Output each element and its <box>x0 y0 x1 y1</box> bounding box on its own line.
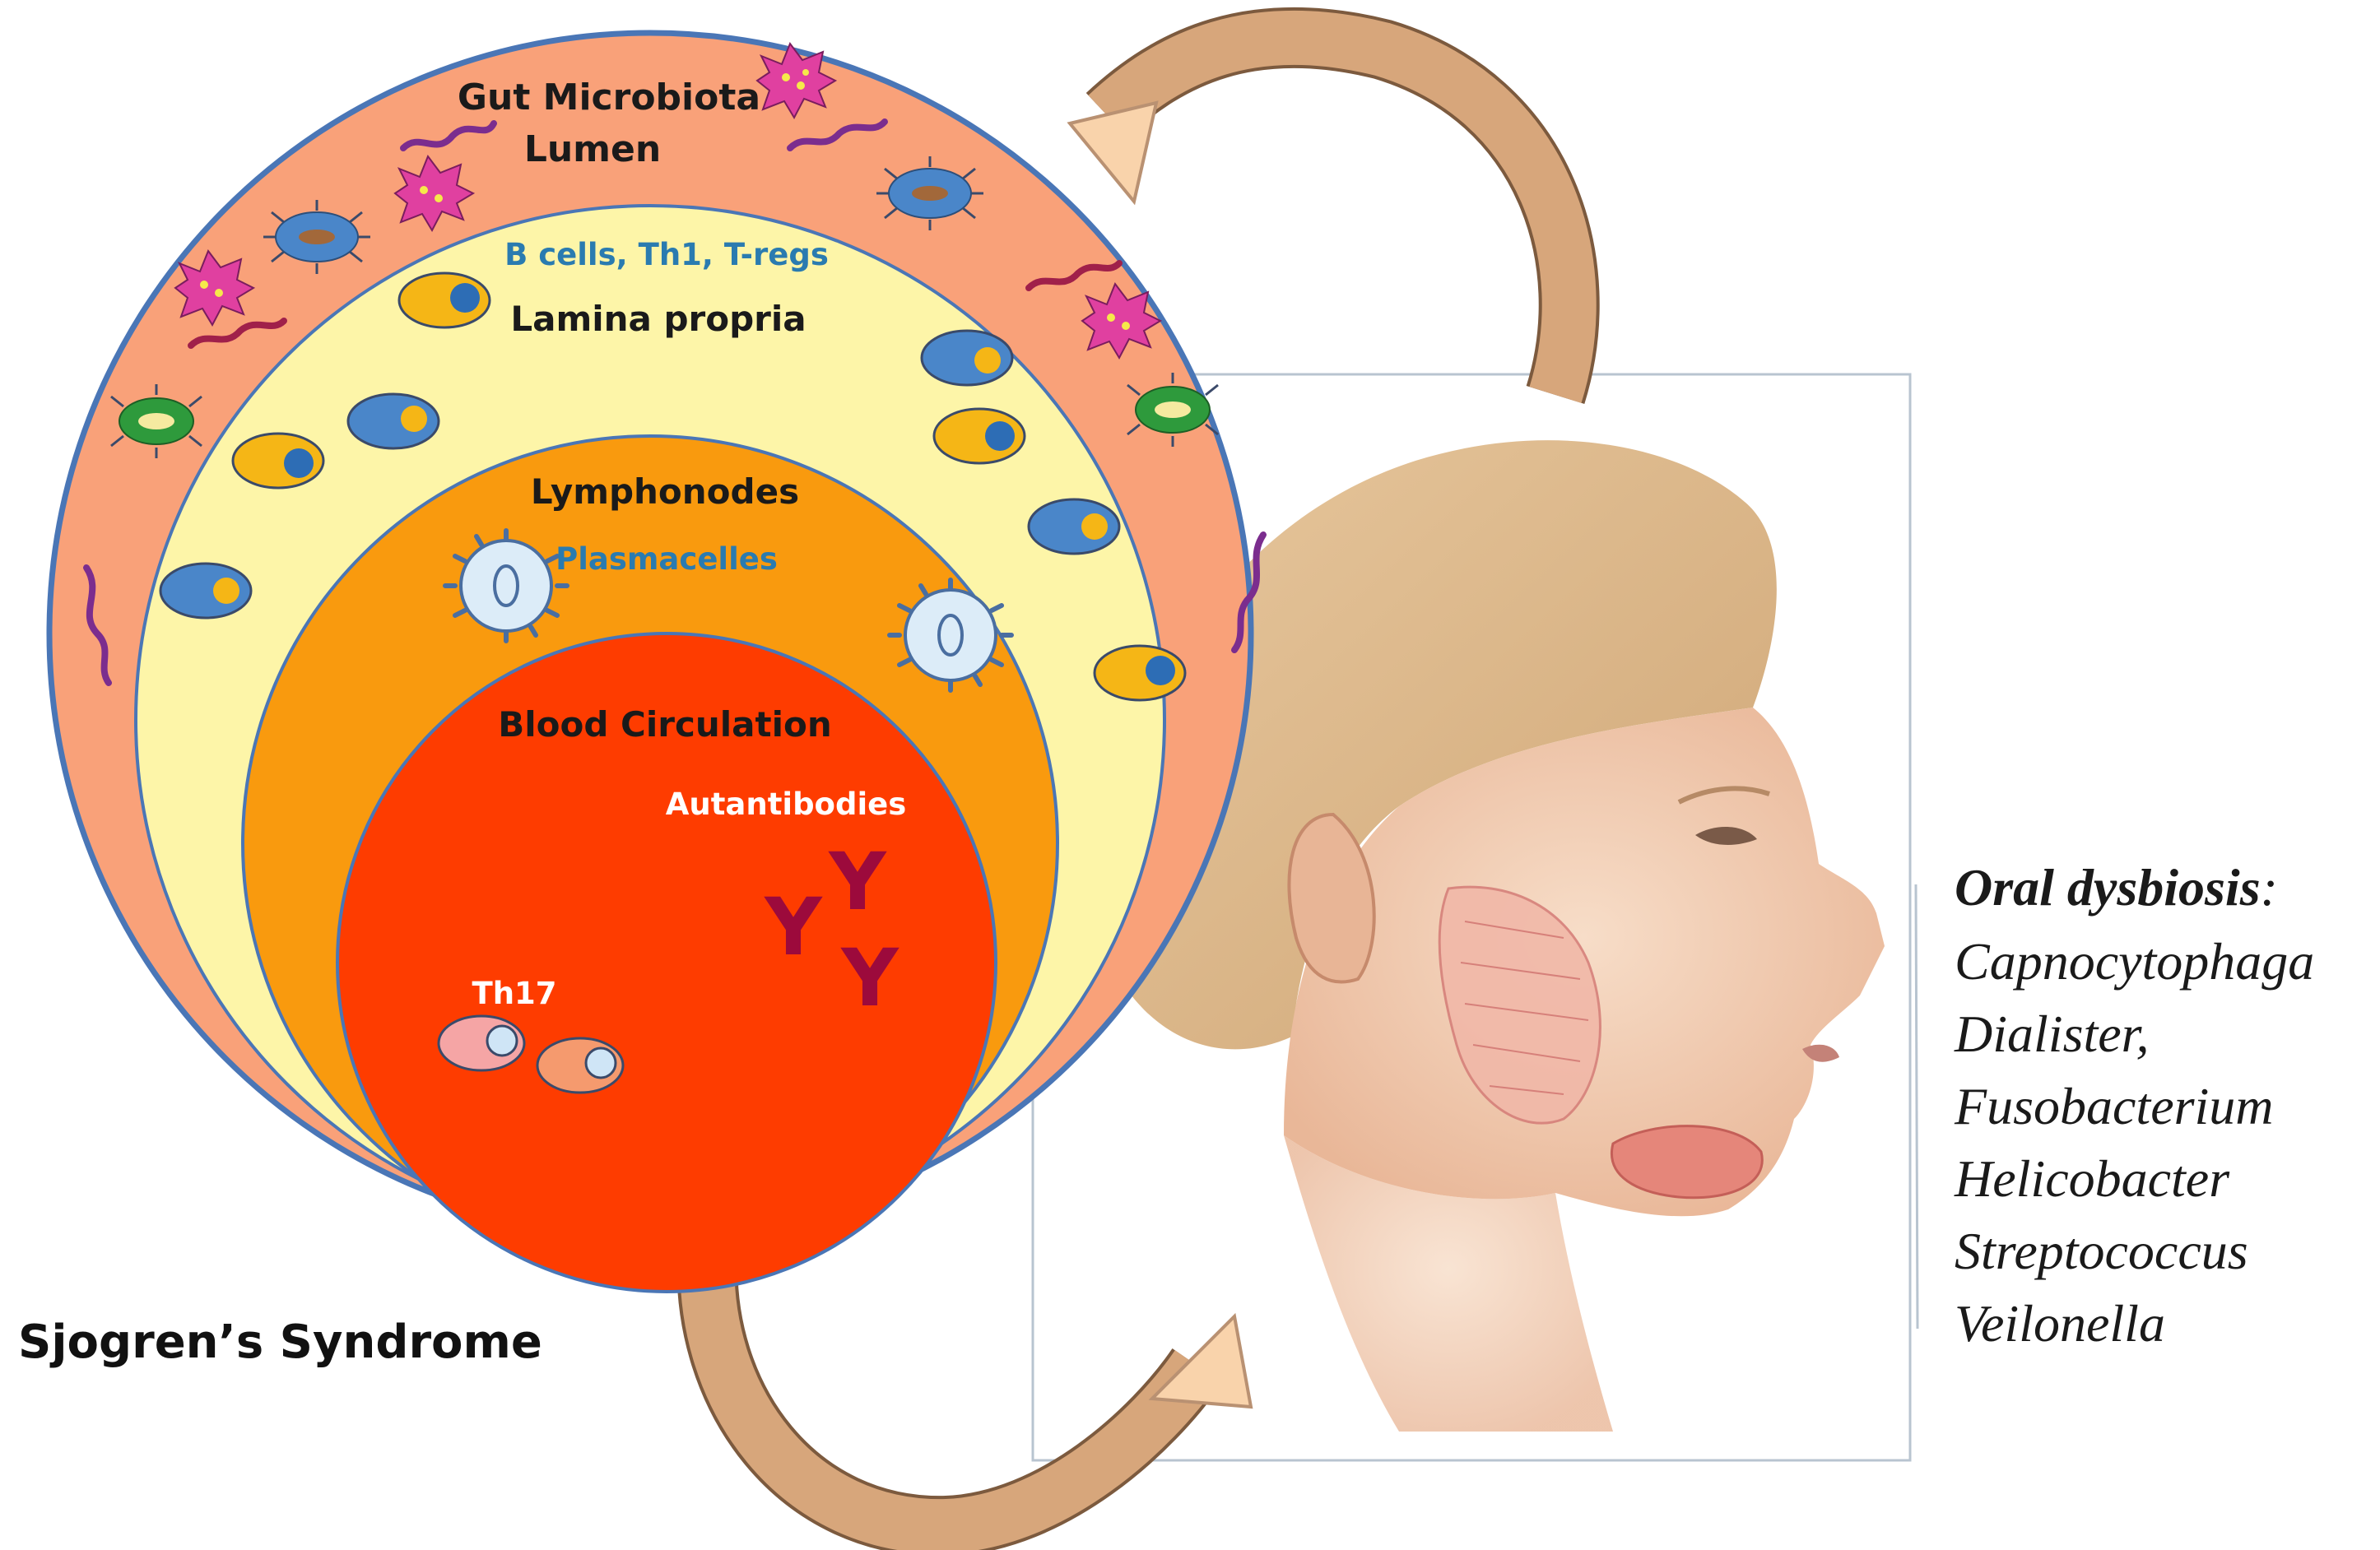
t-cell <box>397 271 491 329</box>
label-autoantibodies: Autantibodies <box>666 787 907 822</box>
neck <box>1284 1135 1613 1432</box>
microbe-blue-oval <box>876 156 983 230</box>
label-plasmacelles: Plasmacelles <box>555 541 778 577</box>
microbe-squiggle <box>787 118 888 151</box>
microbe-squiggle <box>1025 260 1123 291</box>
microbe-squiggle <box>83 564 112 686</box>
hair <box>1105 440 1777 1050</box>
oral-item: Capnocytophaga <box>1955 932 2314 991</box>
label-cells: B cells, Th1, T-regs <box>504 237 829 272</box>
t-cell <box>932 407 1026 465</box>
microbe-spiky <box>174 248 256 327</box>
microbe-spiky <box>1081 281 1163 360</box>
plasma-cells <box>443 528 1014 693</box>
oral-item: Streptococcus <box>1955 1222 2248 1280</box>
oral-item: Helicobacter <box>1954 1149 2230 1208</box>
microbe-spiky <box>393 154 476 233</box>
oral-dysbiosis-list: Oral dysbiosis: Capnocytophaga Dialister… <box>1954 858 2314 1353</box>
eyebrow <box>1677 786 1770 805</box>
submandibular-gland <box>1611 1125 1764 1200</box>
th17-cells <box>437 1014 625 1094</box>
arrow-head-to-gut <box>1067 7 1600 405</box>
plasma-cell <box>443 528 569 643</box>
b-cell <box>159 562 253 620</box>
antibodies: Y Y Y <box>764 836 899 1024</box>
microbes <box>83 41 1267 686</box>
eye <box>1695 826 1757 845</box>
th17-cell <box>437 1014 526 1072</box>
th17-cell <box>536 1037 625 1094</box>
arrow-gut-to-head <box>676 1248 1253 1550</box>
label-th17: Th17 <box>472 976 556 1011</box>
t-cell <box>231 432 325 490</box>
label-lymphonodes: Lymphonodes <box>531 471 799 512</box>
lips <box>1802 1044 1839 1062</box>
label-lamina-propria: Lamina propria <box>510 299 806 339</box>
microbe-green-oval <box>110 384 202 458</box>
antibody-y: Y <box>828 836 887 928</box>
immune-cells <box>159 271 1187 702</box>
microbe-squiggle <box>188 318 287 349</box>
blood-circulation-ring <box>336 632 997 1293</box>
t-cell <box>1093 644 1187 702</box>
parotid-gland <box>1438 885 1601 1125</box>
b-cell <box>1027 498 1121 555</box>
label-gut-microbiota: Gut Microbiota <box>458 77 760 118</box>
caption-sjogrens-syndrome: Sjogren’s Syndrome <box>18 1316 542 1369</box>
oral-item: Fusobacterium <box>1954 1077 2274 1135</box>
microbe-squiggle <box>400 120 497 151</box>
antibody-y: Y <box>764 881 823 973</box>
oral-dysbiosis-heading: Oral dysbiosis: <box>1955 858 2278 917</box>
antibody-y: Y <box>840 932 899 1024</box>
head-illustration <box>1031 373 1919 1462</box>
plasma-cell <box>887 578 1014 693</box>
microbe-spiky <box>755 41 838 120</box>
microbe-green-oval <box>1127 373 1219 447</box>
oral-item: Dialister, <box>1954 1005 2149 1063</box>
microbe-squiggle <box>1231 531 1267 653</box>
b-cell <box>346 392 440 450</box>
label-blood-circulation: Blood Circulation <box>498 704 832 745</box>
oral-item: Veilonella <box>1955 1294 2165 1353</box>
b-cell <box>920 329 1014 387</box>
side-bracket <box>1914 884 1919 1330</box>
microbe-blue-oval <box>263 200 370 274</box>
ear <box>1287 812 1376 984</box>
label-lumen: Lumen <box>524 128 661 170</box>
